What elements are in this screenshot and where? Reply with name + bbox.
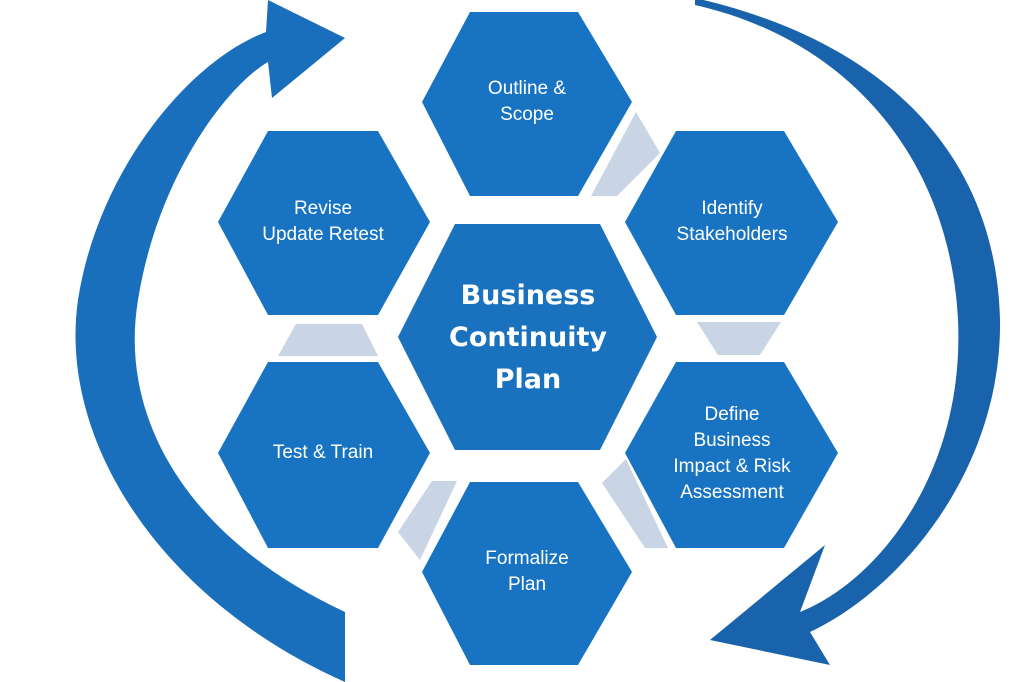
label-identify-stakeholders: Identify Stakeholders	[676, 198, 788, 245]
connector-stakeholders-impact	[697, 322, 781, 355]
label-outline-scope: Outline & Scope	[487, 78, 567, 125]
hex-formalize-plan	[422, 482, 632, 665]
connector-formalize-test	[398, 481, 457, 560]
label-formalize-plan: Formalize Plan	[485, 548, 569, 595]
hex-define-impact	[625, 362, 838, 548]
connector-impact-formalize	[602, 459, 668, 548]
cycle-arrow-left	[75, 0, 345, 682]
hex-center-business-continuity-plan	[398, 224, 657, 450]
label-test-train: Test & Train	[272, 442, 374, 463]
connector-test-revise	[278, 324, 378, 356]
label-revise-update-retest: Revise Update Retest	[262, 198, 384, 245]
hex-test-train	[218, 362, 430, 548]
cycle-arrow-right	[695, 0, 1001, 665]
hex-revise-update-retest	[218, 131, 430, 315]
hex-outline-scope	[422, 12, 632, 196]
hex-identify-stakeholders	[625, 131, 838, 315]
label-define-impact: Define Business Impact & Risk Assessment	[673, 404, 791, 503]
label-business-continuity-plan: Business Continuity Plan	[449, 280, 607, 395]
connector-outline-stakeholders	[591, 112, 660, 196]
